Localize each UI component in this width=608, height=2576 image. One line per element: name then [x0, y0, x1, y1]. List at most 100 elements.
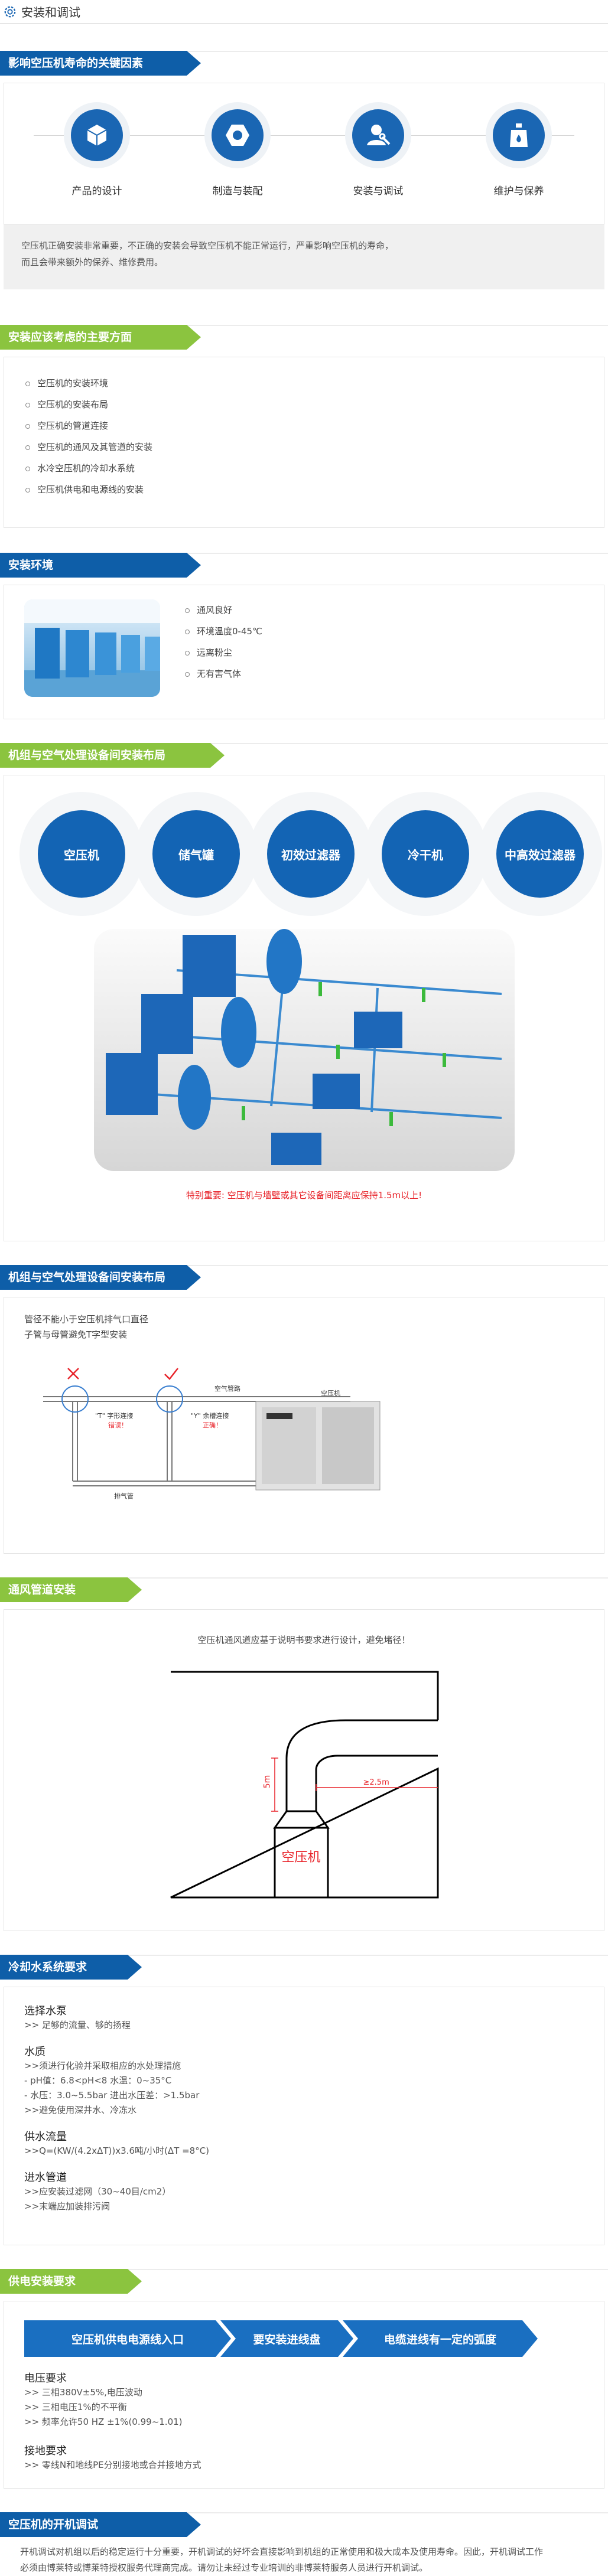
bubble-primary-filter: 初效过滤器: [249, 792, 373, 916]
aspects-panel: 空压机的安装环境 空压机的安装布局 空压机的管道连接 空压机的通风及其管道的安装…: [4, 357, 604, 528]
section-commissioning: 空压机的开机调试 开机调试对机组以后的稳定运行十分重要，开机调试的好坏会直接影响…: [0, 2512, 608, 2576]
section-title: 空压机的开机调试: [0, 2512, 201, 2537]
section-layout: 机组与空气处理设备间安装布局 空压机 储气罐 初效过滤器 冷干机 中高效过滤器: [0, 743, 608, 1241]
section-bar: 影响空压机寿命的关键因素: [0, 51, 608, 74]
ventilation-text: 空压机通风道应基于说明书要求进行设计，避免堵径！: [197, 1635, 411, 1645]
environment-panel: 通风良好 环境温度0-45℃ 远离粉尘 无有害气体: [4, 585, 604, 719]
factor-maintenance: 维护与保养: [474, 102, 563, 197]
bubble-compressor: 空压机: [19, 792, 144, 916]
group-line: >>避免使用深井水、冷冻水: [24, 2105, 137, 2115]
list-item: 环境温度0-45℃: [184, 621, 262, 642]
section-ventilation: 通风管道安装 空压机通风道应基于说明书要求进行设计，避免堵径！: [0, 1577, 608, 1931]
group-line: - 水压：3.0~5.5bar 进出水压差：>1.5bar: [24, 2090, 200, 2101]
section-title: 机组与空气处理设备间安装布局: [0, 1265, 201, 1290]
ventilation-diagram: 5m ≥2.5m 空压机: [168, 1669, 440, 1900]
section-title: 机组与空气处理设备间安装布局: [0, 743, 225, 768]
list-item: 空压机的安装布局: [24, 394, 584, 415]
layout-diagram-image: [93, 929, 515, 1171]
group-heading: 选择水泵: [24, 2005, 67, 2017]
factor-label: 制造与装配: [212, 185, 263, 197]
page-header: 安装和调试: [0, 0, 608, 24]
group-line: - pH值：6.8<pH<8 水温：0~35°C: [24, 2075, 172, 2086]
piping-diagram: 空气管路 "T" 字形连接 错误！ "Y" 余槽连接 正确！ 空压机 排气管: [43, 1360, 421, 1525]
hex-nut-icon: [226, 125, 249, 146]
factor-design: 产品的设计: [53, 102, 141, 197]
section-environment: 安装环境 通风良好 环境温度0-45℃: [0, 553, 608, 719]
commissioning-text: 开机调试对机组以后的稳定运行十分重要，开机调试的好坏会直接影响到机组的正常使用和…: [0, 2536, 608, 2576]
ventilation-panel: 空压机通风道应基于说明书要求进行设计，避免堵径！ 5m: [4, 1609, 604, 1931]
important-note: 特别重要: 空压机与墙壁或其它设备间距离应保持1.5m以上!: [186, 1190, 422, 1201]
step-arrow: 空压机供电电源线入口: [24, 2320, 231, 2357]
group-line: >> 足够的流量、够的扬程: [24, 2020, 131, 2030]
piping-text: 管径不能小于空压机排气口直径: [24, 1314, 149, 1325]
bubble-dryer: 冷干机: [363, 792, 487, 916]
oil-bottle-icon: [510, 123, 528, 147]
pipe-label: 空气管路: [214, 1385, 240, 1393]
machine-room-image: [24, 599, 160, 697]
group-line: >> 三相电压1%的不平衡: [24, 2402, 127, 2412]
section-title: 影响空压机寿命的关键因素: [0, 51, 201, 76]
group-heading: 供水流量: [24, 2131, 67, 2143]
group-heading: 接地要求: [24, 2445, 67, 2457]
section-title: 供电安装要求: [0, 2269, 142, 2294]
factors-panel: 产品的设计 制造与装配 安装与调试 维护与保养: [4, 83, 604, 224]
factor-label: 维护与保养: [493, 185, 544, 197]
page-title: 安装和调试: [21, 5, 80, 19]
group-line: >> 三相380V±5%,电压波动: [24, 2387, 142, 2398]
section-key-factors: 影响空压机寿命的关键因素 产品的设计 制造与装配 安装与调试 维护与保养 空压机…: [0, 51, 608, 289]
intro-text: 空压机正确安装非常重要，不正确的安装会导致空压机不能正常运行，严重影响空压机的寿…: [21, 240, 394, 251]
section-title: 通风管道安装: [0, 1577, 142, 1602]
piping-text: 子管与母管避免T字型安装: [24, 1329, 128, 1340]
group-line: >> 频率允许50 HZ ±1%(0.99~1.01): [24, 2417, 183, 2427]
group-line: >>应安装过滤网（30~40目/cm2）: [24, 2186, 171, 2197]
drain-label: 排气管: [114, 1492, 134, 1500]
group-line: >>Q=(KW/(4.2xΔT))x3.6吨/小时(ΔT =8°C): [24, 2145, 210, 2156]
list-item: 空压机供电和电源线的安装: [24, 479, 584, 500]
right-tag: 正确！: [203, 1421, 222, 1429]
right-connection-label: "Y" 余槽连接: [191, 1412, 229, 1420]
commissioning-line: 必须由博莱特或博莱特授权服务代理商完成。请勿让未经过专业培训的非博莱特服务人员进…: [20, 2562, 428, 2573]
wrong-connection-label: "T" 字形连接: [95, 1412, 134, 1420]
cube-icon: [87, 125, 107, 146]
factor-label: 安装与调试: [353, 185, 404, 197]
list-item: 水冷空压机的冷却水系统: [24, 458, 584, 479]
list-item: 空压机的通风及其管道的安装: [24, 436, 584, 458]
factor-manufacturing: 制造与装配: [193, 102, 282, 197]
section-power: 供电安装要求 空压机供电电源线入口 要安装进线盘 电缆进线有一定的弧度 电压要求…: [0, 2269, 608, 2489]
group-heading: 水质: [24, 2046, 45, 2058]
bubble-tank: 储气罐: [134, 792, 258, 916]
factor-label: 产品的设计: [71, 185, 122, 197]
bubble-hi-filter: 中高效过滤器: [478, 792, 602, 916]
section-title: 安装环境: [0, 553, 201, 578]
section-piping: 机组与空气处理设备间安装布局 管径不能小于空压机排气口直径 子管与母管避免T字型…: [0, 1265, 608, 1554]
list-item: 空压机的安装环境: [24, 373, 584, 394]
factor-installation: 安装与调试: [334, 102, 422, 197]
list-item: 远离粉尘: [184, 642, 262, 663]
worker-icon: [367, 125, 391, 145]
piping-panel: 管径不能小于空压机排气口直径 子管与母管避免T字型安装: [4, 1297, 604, 1554]
group-heading: 电压要求: [24, 2372, 67, 2385]
layout-panel: 空压机 储气罐 初效过滤器 冷干机 中高效过滤器: [4, 775, 604, 1241]
room-label: 空压机: [281, 1850, 321, 1865]
group-heading: 进水管道: [24, 2171, 67, 2184]
intro-text-box: 空压机正确安装非常重要，不正确的安装会导致空压机不能正常运行，严重影响空压机的寿…: [4, 224, 604, 289]
group-line: >>末端应加装排污阀: [24, 2201, 110, 2212]
section-title: 冷却水系统要求: [0, 1955, 142, 1980]
list-item: 通风良好: [184, 599, 262, 621]
section-cooling-water: 冷却水系统要求 选择水泵 >> 足够的流量、够的扬程 水质 >>须进行化验并采取…: [0, 1955, 608, 2245]
commissioning-line: 开机调试对机组以后的稳定运行十分重要，开机调试的好坏会直接影响到机组的正常使用和…: [20, 2546, 544, 2557]
horizontal-dimension: ≥2.5m: [363, 1778, 389, 1787]
factor-connector-line: [34, 135, 574, 136]
step-arrow: 要安装进线盘: [220, 2320, 353, 2357]
settings-icon: [4, 6, 16, 17]
list-item: 空压机的管道连接: [24, 415, 584, 436]
section-title: 安装应该考虑的主要方面: [0, 325, 201, 350]
machine-label: 空压机: [321, 1390, 340, 1397]
wrong-tag: 错误！: [108, 1421, 128, 1429]
list-item: 无有害气体: [184, 663, 262, 684]
section-main-aspects: 安装应该考虑的主要方面 空压机的安装环境 空压机的安装布局 空压机的管道连接 空…: [0, 325, 608, 528]
group-line: >> 零线N和地线PE分别接地或合并接地方式: [24, 2460, 201, 2470]
cooling-panel: 选择水泵 >> 足够的流量、够的扬程 水质 >>须进行化验并采取相应的水处理措施…: [4, 1987, 604, 2245]
vertical-dimension: 5m: [262, 1775, 272, 1789]
